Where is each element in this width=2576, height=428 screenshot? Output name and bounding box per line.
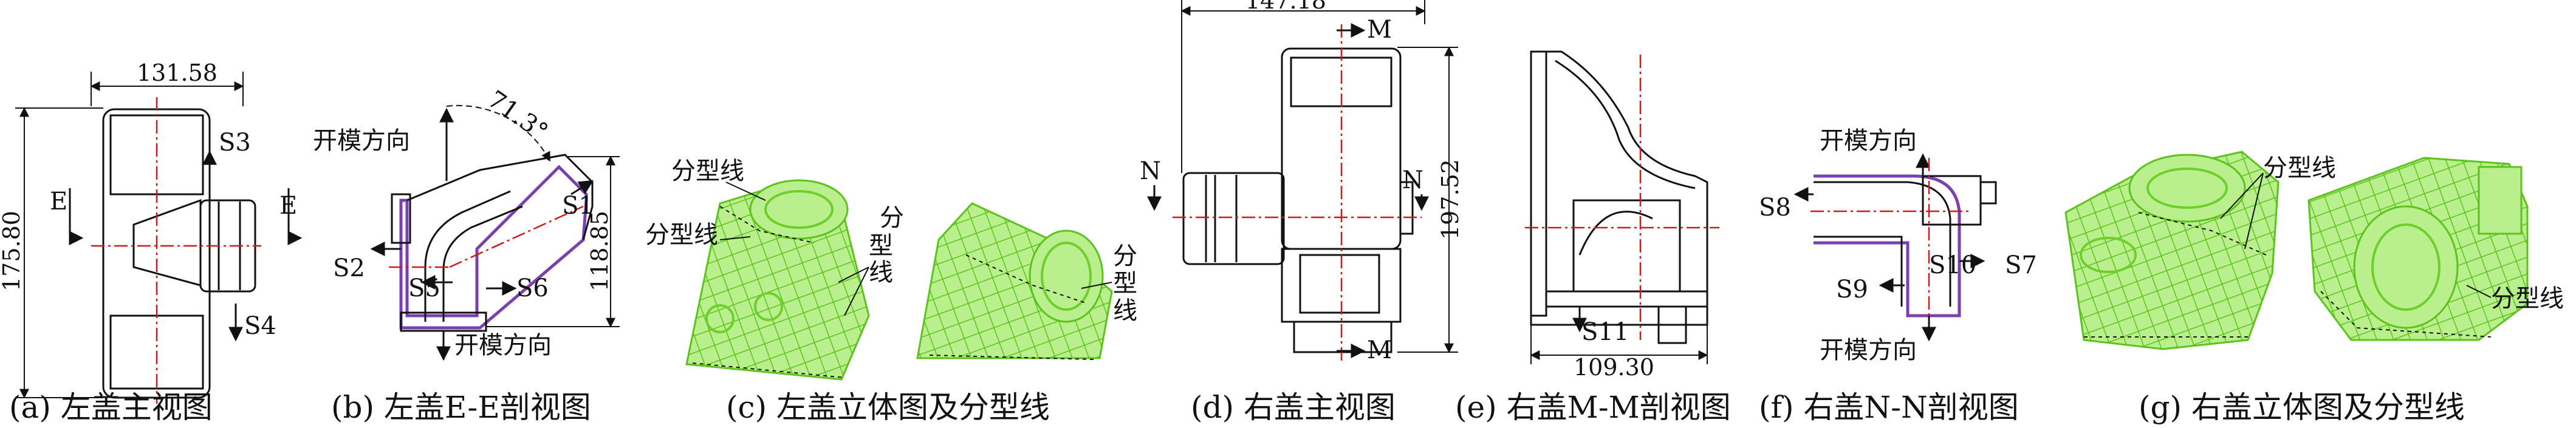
caption-a: (a) 左盖主视图	[9, 390, 213, 425]
parting-line-c4b: 型	[1113, 270, 1137, 297]
open-dir-top-f: 开模方向	[1820, 127, 1917, 155]
panel-g-3d-right: 分型线 分型线	[2064, 151, 2564, 350]
panel-d-front-view: 147.18 197.52 M M N N	[1140, 0, 1464, 364]
panel-f-section-n: 开模方向 S8 S7 S10 S9 开模方向	[1759, 127, 2037, 364]
label-s8: S8	[1759, 194, 1791, 222]
parting-line-c4c: 线	[1113, 297, 1137, 325]
section-m-top: M	[1367, 16, 1392, 44]
caption-c: (c) 左盖立体图及分型线	[726, 390, 1050, 425]
label-s2: S2	[333, 254, 365, 282]
section-m-bottom: M	[1367, 336, 1392, 364]
panel-a-front-view: 131.58 175.80 E E S3 S4	[0, 59, 303, 404]
dim-height-a: 175.80	[0, 211, 25, 291]
open-dir-bottom-b: 开模方向	[454, 331, 552, 359]
caption-f: (f) 右盖N-N剖视图	[1759, 390, 2019, 425]
caption-d: (d) 右盖主视图	[1191, 390, 1396, 425]
caption-g: (g) 右盖立体图及分型线	[2139, 390, 2465, 425]
section-e-right: E	[279, 192, 297, 220]
dim-height-b: 118.85	[586, 211, 613, 291]
angle-label: 71.3°	[482, 86, 553, 146]
section-n-right: N	[1402, 166, 1423, 194]
label-s5: S5	[408, 274, 440, 302]
parting-line-c2: 分型线	[645, 221, 718, 249]
section-n-left: N	[1140, 157, 1161, 185]
dim-height-d: 197.52	[1437, 159, 1464, 240]
parting-line-g1: 分型线	[2263, 154, 2336, 182]
parting-line-c1: 分型线	[671, 157, 744, 185]
label-s1: S1	[562, 192, 594, 220]
label-s7: S7	[2005, 251, 2037, 279]
parting-line-c3a: 分	[880, 204, 904, 232]
panel-b-section-e: 开模方向 71.3° 118.85 S1 S2 S5 S6 开模方向	[313, 86, 620, 361]
open-dir-bottom-f: 开模方向	[1820, 336, 1917, 364]
open-dir-top-b: 开模方向	[313, 127, 410, 155]
panel-e-section-m: 109.30 S11	[1525, 50, 1719, 381]
label-s4: S4	[244, 312, 276, 340]
dim-width-a: 131.58	[137, 59, 218, 86]
caption-e: (e) 右盖M-M剖视图	[1455, 390, 1731, 425]
label-s6: S6	[516, 274, 549, 302]
parting-line-c4a: 分	[1113, 242, 1137, 270]
parting-line-g2: 分型线	[2491, 285, 2564, 313]
dim-width-d: 147.18	[1245, 0, 1326, 14]
parting-line-c3c: 线	[869, 259, 893, 287]
section-e-left: E	[50, 188, 67, 216]
label-s9: S9	[1836, 276, 1868, 304]
dim-width-e: 109.30	[1574, 354, 1654, 381]
label-s10: S10	[1929, 251, 1976, 279]
label-s11: S11	[1581, 318, 1629, 346]
panel-c-3d-left: 分型线 分型线 分 型 线 分 型 线	[645, 157, 1137, 381]
parting-line-c3b: 型	[869, 232, 893, 260]
captions: (a) 左盖主视图 (b) 左盖E-E剖视图 (c) 左盖立体图及分型线 (d)…	[9, 390, 2465, 425]
label-s3: S3	[219, 129, 251, 157]
caption-b: (b) 左盖E-E剖视图	[331, 390, 591, 425]
